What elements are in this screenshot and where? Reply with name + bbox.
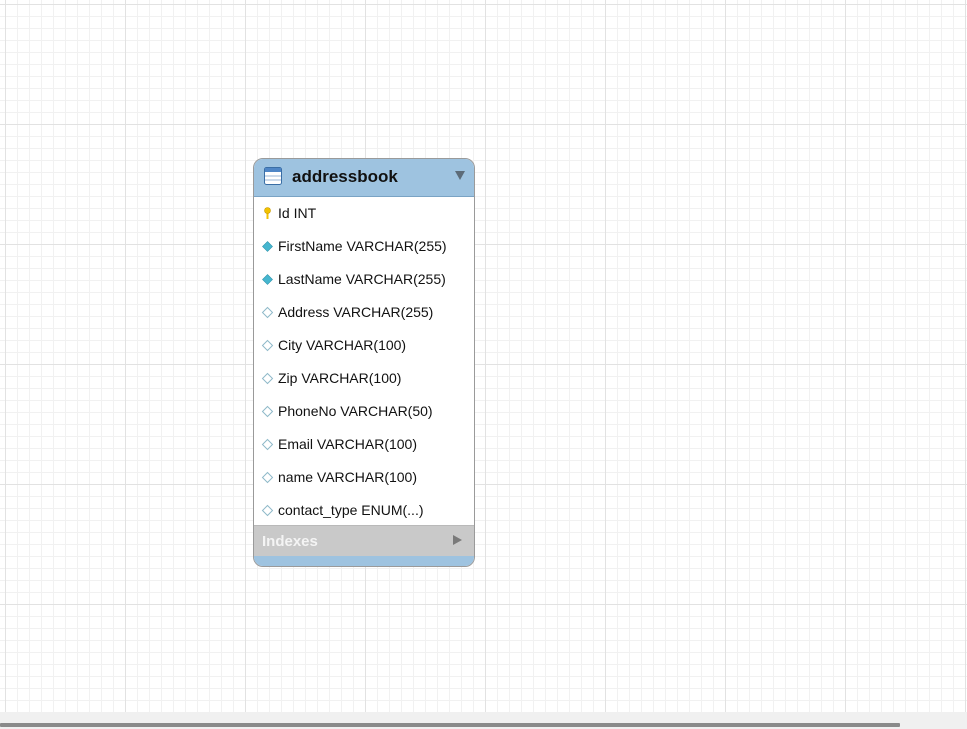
column-row[interactable]: PhoneNo VARCHAR(50) (254, 395, 474, 428)
column-row[interactable]: Email VARCHAR(100) (254, 428, 474, 461)
column-row[interactable]: Address VARCHAR(255) (254, 296, 474, 329)
indexes-section[interactable]: Indexes (254, 525, 474, 556)
table-icon (264, 167, 282, 185)
table-header[interactable]: addressbook (254, 159, 474, 197)
nullable-column-icon (261, 471, 274, 484)
nullable-column-icon (261, 339, 274, 352)
table-name: addressbook (292, 167, 398, 186)
column-list: Id INT FirstName VARCHAR(255) LastName VAR… (254, 197, 474, 527)
scrollbar-thumb[interactable] (0, 723, 900, 727)
column-label: contact_type ENUM(...) (278, 502, 424, 518)
column-label: Zip VARCHAR(100) (278, 370, 402, 386)
column-label: name VARCHAR(100) (278, 469, 418, 485)
nullable-column-icon (261, 438, 274, 451)
diagram-canvas[interactable]: addressbook Id INT FirstName VARCHAR(255)… (0, 0, 967, 712)
nullable-column-icon (261, 372, 274, 385)
primary-key-icon (264, 207, 271, 219)
column-row[interactable]: City VARCHAR(100) (254, 329, 474, 362)
nullable-column-icon (261, 504, 274, 517)
column-row[interactable]: name VARCHAR(100) (254, 461, 474, 494)
not-null-column-icon (262, 241, 273, 252)
nullable-column-icon (261, 306, 274, 319)
collapse-arrow-icon[interactable] (455, 171, 465, 180)
horizontal-scrollbar[interactable] (0, 712, 967, 729)
indexes-label: Indexes (262, 533, 318, 550)
column-label: Email VARCHAR(100) (278, 436, 417, 452)
column-row[interactable]: LastName VARCHAR(255) (254, 263, 474, 296)
column-row[interactable]: FirstName VARCHAR(255) (254, 230, 474, 263)
column-label: City VARCHAR(100) (278, 337, 407, 353)
column-label: FirstName VARCHAR(255) (278, 238, 447, 254)
column-row[interactable]: contact_type ENUM(...) (254, 494, 474, 527)
not-null-column-icon (262, 274, 273, 285)
column-label: LastName VARCHAR(255) (278, 271, 446, 287)
table-addressbook[interactable]: addressbook Id INT FirstName VARCHAR(255)… (253, 158, 475, 567)
column-label: Id INT (278, 205, 317, 221)
column-row[interactable]: Id INT (254, 197, 474, 230)
table-footer (254, 556, 474, 566)
column-label: Address VARCHAR(255) (278, 304, 434, 320)
column-label: PhoneNo VARCHAR(50) (278, 403, 433, 419)
column-row[interactable]: Zip VARCHAR(100) (254, 362, 474, 395)
expand-arrow-icon[interactable] (453, 535, 462, 545)
nullable-column-icon (261, 405, 274, 418)
